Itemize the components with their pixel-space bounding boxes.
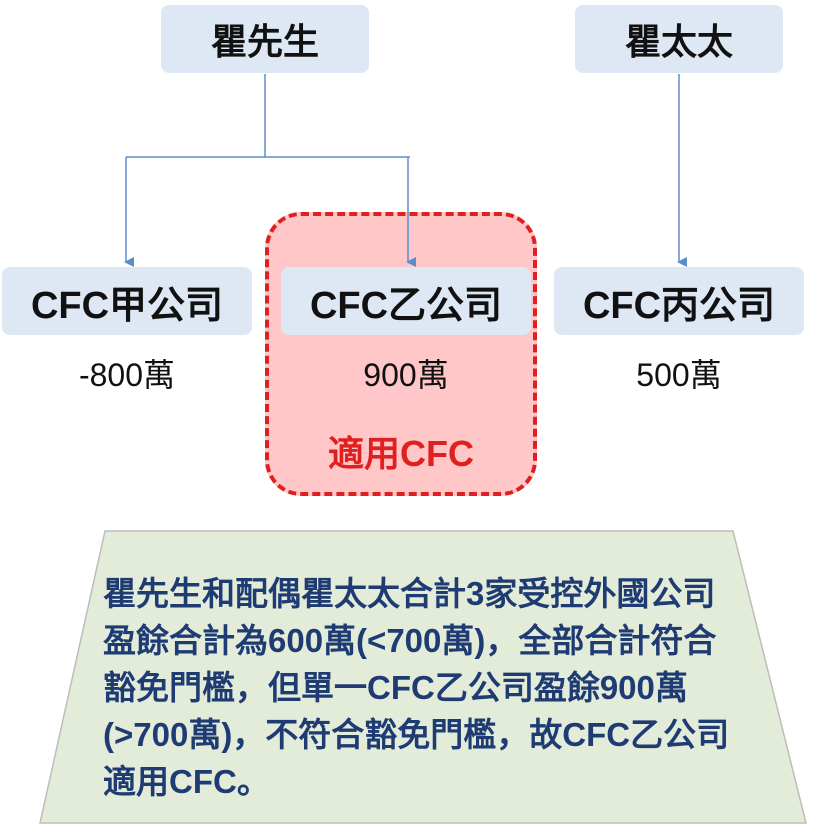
company-a-name: CFC甲公司 [30,284,224,327]
company-b-box: CFC乙公司 [281,267,531,335]
ownership-connectors [124,74,687,267]
company-b-name: CFC乙公司 [309,284,503,327]
company-a-amount: -800萬 [78,357,176,393]
company-c-box: CFC丙公司 [554,267,804,335]
company-b-amount: 900萬 [363,357,449,393]
cfc-applicable-highlight [265,212,537,496]
company-c-amount: 500萬 [636,357,722,393]
cfc-applicable-label: 適用CFC [328,433,474,474]
company-c-name: CFC丙公司 [582,284,776,327]
wife-label: 瞿太太 [624,21,733,62]
company-a-box: CFC甲公司 [2,267,252,335]
note-text: 瞿先生和配偶瞿太太合計3家受控外國公司盈餘合計為600萬(<700萬)，全部合計… [103,575,730,800]
husband-box: 瞿先生 [161,5,369,73]
husband-label: 瞿先生 [210,21,319,62]
wife-box: 瞿太太 [575,5,783,73]
